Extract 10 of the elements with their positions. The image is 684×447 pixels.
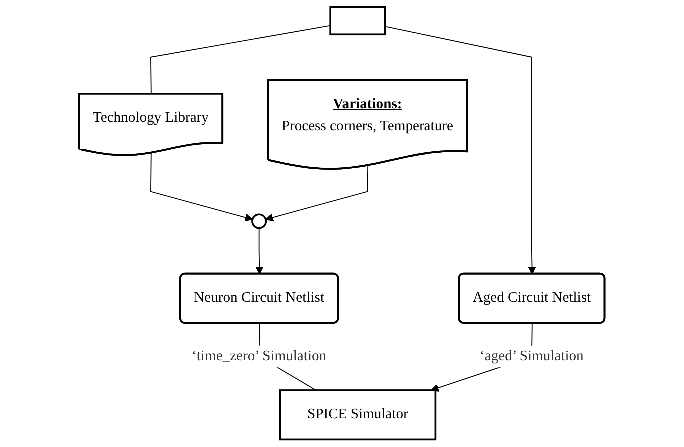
node-circle <box>252 214 268 230</box>
arrow <box>384 26 536 275</box>
arrow <box>266 165 369 222</box>
edge-label: ‘aged’ Simulation <box>480 348 584 364</box>
connector <box>150 25 331 95</box>
edge-label: ‘time_zero’ Simulation <box>192 348 327 364</box>
node-box <box>330 6 386 36</box>
arrow <box>256 228 264 275</box>
arrow <box>150 152 254 222</box>
node-box: SPICE Simulator <box>279 390 437 441</box>
